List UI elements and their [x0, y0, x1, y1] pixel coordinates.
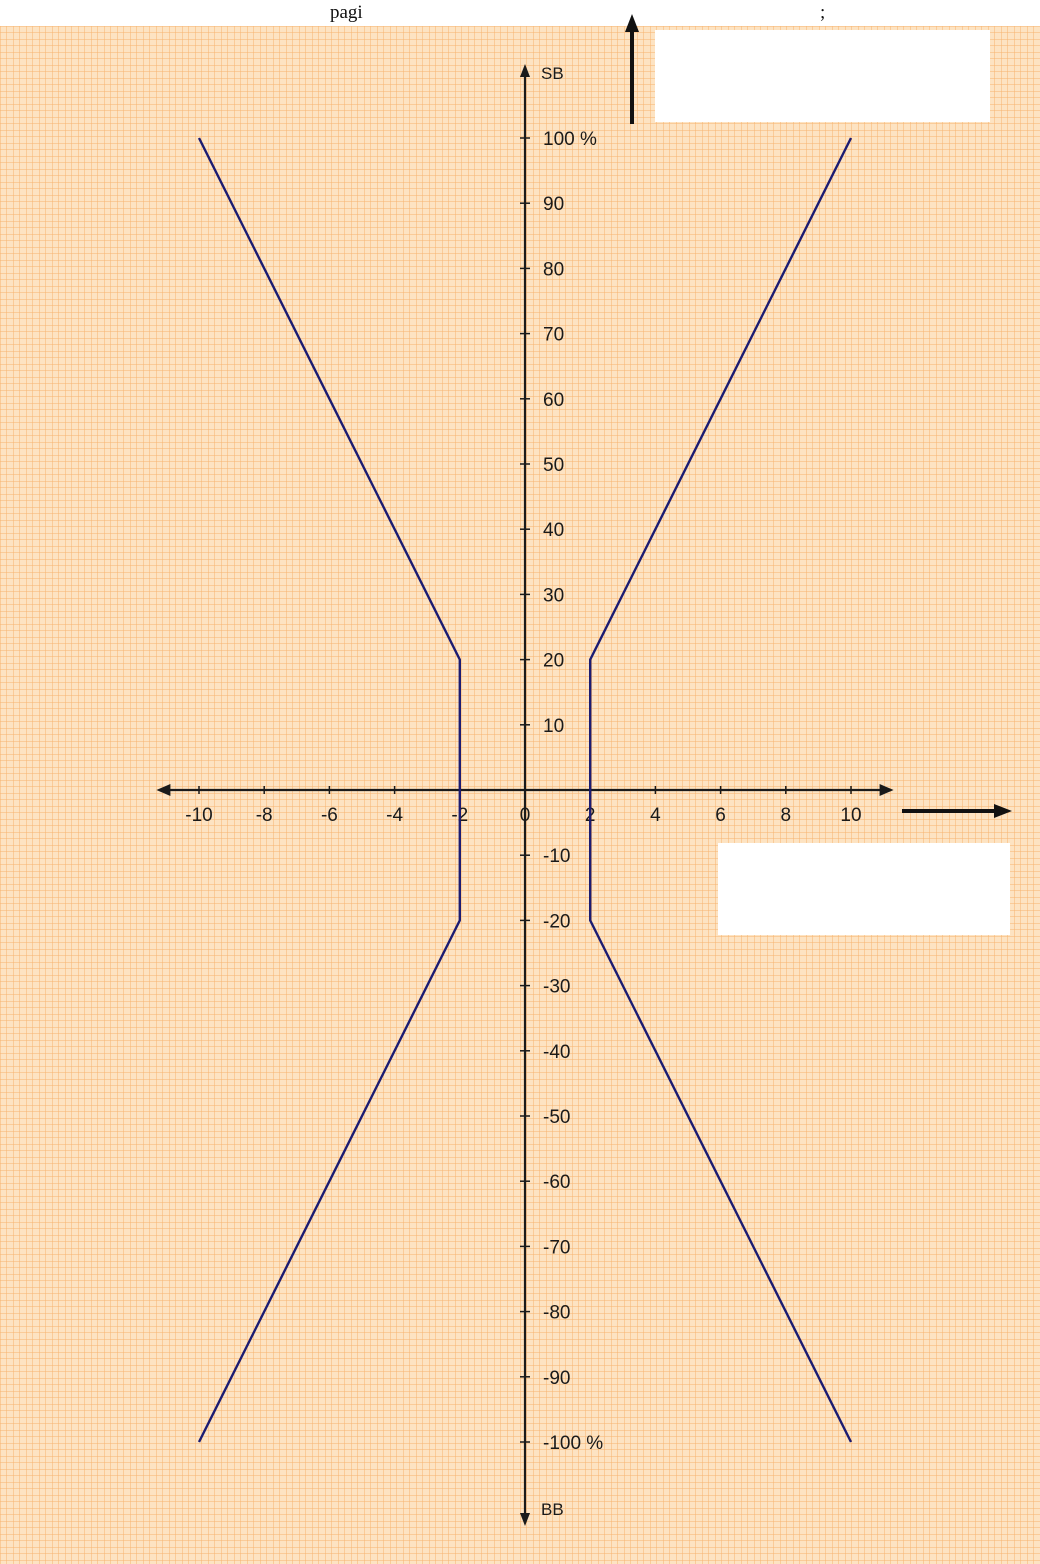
x-tick-label: -4 — [386, 805, 403, 826]
y-tick-label: 20 — [543, 651, 564, 672]
x-axis-arrow-left — [156, 784, 171, 796]
x-tick-label: -8 — [256, 805, 273, 826]
y-axis-ticks: 100 % 90 80 70 60 50 40 30 20 10 -10 -20 -30 -40 -50 -6… — [520, 129, 603, 1454]
y-tick-label: -100 % — [543, 1433, 603, 1454]
right-label-box — [718, 843, 1010, 935]
y-tick-label: -60 — [543, 1172, 570, 1193]
y-tick-label: -40 — [543, 1042, 570, 1063]
chart-grid-background — [0, 26, 1040, 1564]
x-tick-label: 0 — [520, 805, 531, 826]
y-tick-label: 50 — [543, 455, 564, 476]
y-tick-label: 90 — [543, 194, 564, 215]
y-axis-arrow-up — [520, 64, 530, 77]
y-tick-label: -30 — [543, 977, 570, 998]
y-tick-label: -20 — [543, 911, 570, 932]
x-tick-label: 10 — [840, 805, 861, 826]
y-axis-top-label: SB — [541, 64, 564, 83]
y-tick-label: -90 — [543, 1368, 570, 1389]
y-tick-label: -10 — [543, 846, 570, 867]
y-axis-arrow-down — [520, 1513, 530, 1526]
left-boundary-line — [197, 137, 461, 1443]
y-tick-label: -50 — [543, 1107, 570, 1128]
y-tick-label: -80 — [543, 1303, 570, 1324]
y-axis-bottom-label: BB — [541, 1500, 564, 1519]
x-axis-arrow-right — [879, 784, 894, 796]
y-tick-label: 40 — [543, 520, 564, 541]
top-caption: pagi — [330, 2, 363, 23]
top-caption-tail: ; — [820, 2, 825, 23]
rightward-arrow — [902, 804, 1012, 818]
right-boundary-line — [589, 137, 853, 1443]
x-tick-label: 6 — [715, 805, 726, 826]
x-tick-label: 8 — [781, 805, 792, 826]
upward-arrow — [625, 14, 639, 124]
y-tick-label: 10 — [543, 716, 564, 737]
y-tick-label: -70 — [543, 1237, 570, 1258]
y-axis — [520, 64, 530, 1526]
y-tick-label: 30 — [543, 585, 564, 606]
x-tick-label: 4 — [650, 805, 661, 826]
y-tick-label: 70 — [543, 325, 564, 346]
x-tick-label: -6 — [321, 805, 338, 826]
x-tick-label: -10 — [185, 805, 212, 826]
y-tick-label: 100 % — [543, 129, 597, 150]
chart-series — [197, 137, 853, 1443]
y-tick-label: 60 — [543, 390, 564, 411]
y-tick-label: 80 — [543, 259, 564, 280]
top-label-box — [655, 30, 990, 122]
